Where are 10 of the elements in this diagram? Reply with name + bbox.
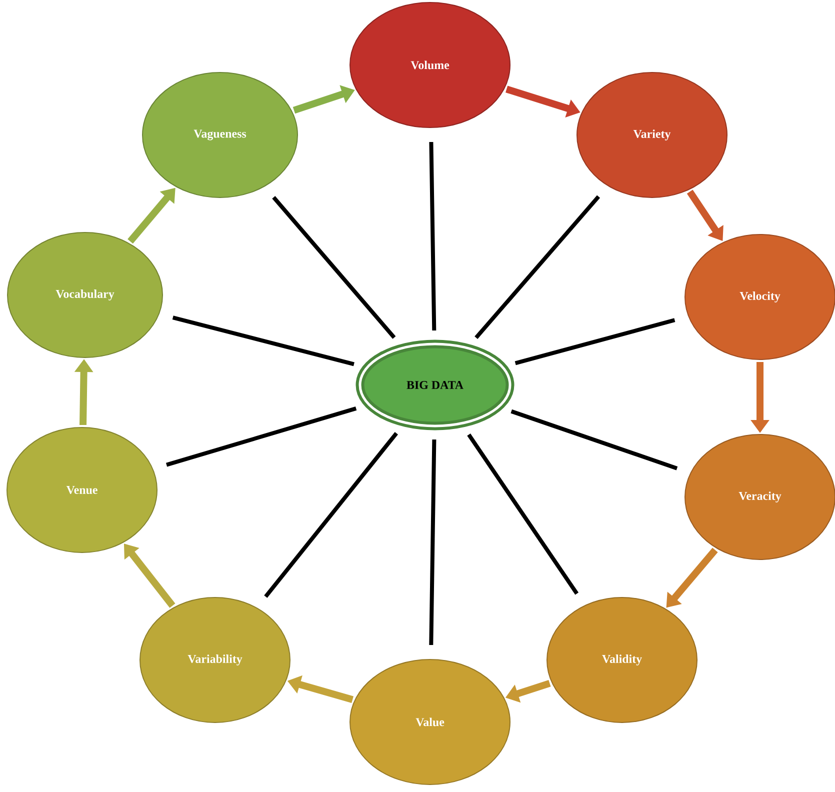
spoke-line <box>172 316 354 366</box>
spoke-line <box>467 434 579 595</box>
spoke-line <box>166 406 357 467</box>
spoke-line <box>510 409 678 470</box>
spoke-line <box>474 195 600 339</box>
spoke-line <box>429 439 436 646</box>
spoke-line <box>514 318 676 366</box>
spoke-line <box>272 196 396 339</box>
spoke-line <box>429 142 436 331</box>
spoke-line <box>264 432 398 598</box>
